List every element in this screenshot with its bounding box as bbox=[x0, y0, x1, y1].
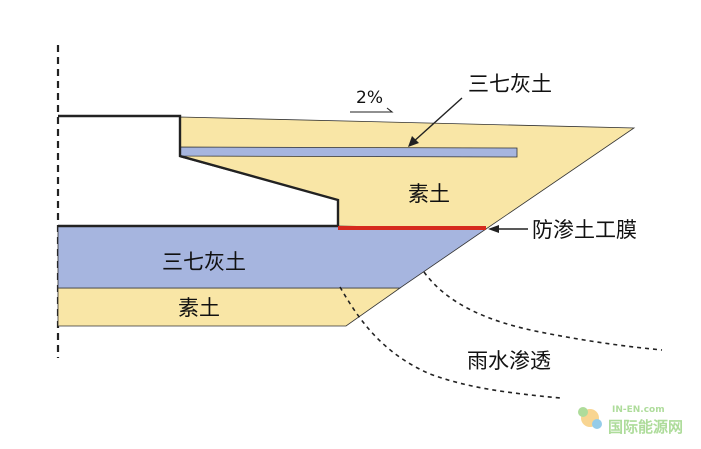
watermark-logo: IN-EN.com 国际能源网 bbox=[578, 405, 683, 436]
upper-plain-soil-layer bbox=[179, 116, 636, 230]
slope-label: 2% bbox=[356, 88, 383, 108]
watermark-name: 国际能源网 bbox=[608, 418, 683, 436]
watermark-domain: IN-EN.com bbox=[612, 405, 665, 415]
seepage-curve-upper bbox=[423, 271, 663, 351]
membrane-label: 防渗土工膜 bbox=[532, 218, 637, 242]
plain-soil-lower-label: 素土 bbox=[178, 296, 220, 320]
lower-plain-soil-layer bbox=[57, 287, 402, 327]
structure-outline bbox=[58, 114, 340, 228]
lime-soil-leader-line bbox=[411, 97, 463, 144]
membrane-leader-arrowhead bbox=[488, 225, 499, 233]
rain-seepage-label: 雨水渗透 bbox=[467, 349, 551, 373]
lime-soil-leader-arrowhead bbox=[408, 136, 419, 147]
lime-soil-lower-label: 三七灰土 bbox=[162, 250, 246, 274]
plain-soil-upper-label: 素土 bbox=[408, 182, 450, 206]
lime-soil-upper-label: 三七灰土 bbox=[468, 72, 552, 96]
upper-lime-soil-strip bbox=[179, 146, 518, 158]
slope-arrow bbox=[350, 107, 394, 113]
lower-lime-soil-layer bbox=[57, 225, 488, 289]
